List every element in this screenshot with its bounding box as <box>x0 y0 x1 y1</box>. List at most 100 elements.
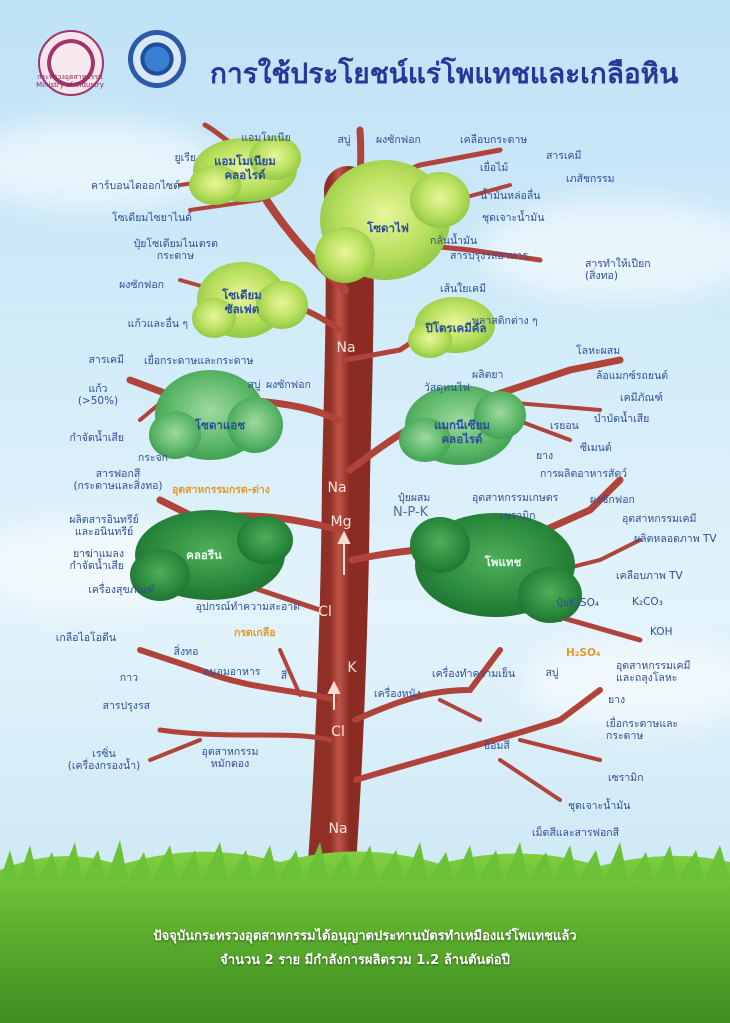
branch-label: อุปกรณ์ทำความสะอาด <box>195 601 300 613</box>
branch-label: สารปรุงรสอาหาร <box>450 250 529 262</box>
branch-label: ปุ๋ยK₂SO₄ <box>556 597 600 609</box>
blob-label: แอมโมเนียม คลอไรด์ <box>214 154 276 182</box>
department-logo <box>128 30 186 88</box>
branch-label: ผลิตหลอดภาพ TV <box>634 533 717 545</box>
branch-label: ย้อมสี <box>484 740 510 752</box>
foliage-blob-4 <box>408 297 495 358</box>
branch-label: สารทำให้เปียก (สิ่งทอ) <box>585 258 651 282</box>
branch-label: ผงซักฟอก <box>119 279 164 291</box>
branch-label: เรยอน <box>550 420 579 432</box>
branch-label: ชุดเจาะน้ำมัน <box>482 212 545 224</box>
branch-label: กำจัดน้ำเสีย <box>69 432 124 444</box>
trunk-element-label: Na <box>328 821 348 837</box>
branch-label: เม็ดสีและสารฟอกสี <box>532 827 620 839</box>
branch-label: สารปรุงรส <box>102 700 150 712</box>
branch-label: เซรามิก <box>608 772 644 784</box>
branch-label: สิ่งทอ <box>173 646 199 658</box>
branch-label: บำบัดน้ำเสีย <box>594 413 650 425</box>
branch-label: K₂CO₃ <box>632 596 663 608</box>
branch-label: เครื่องสุขภัณฑ์ <box>88 584 155 596</box>
branch-label: ชุดเจาะน้ำมัน <box>568 800 631 812</box>
blob-label: ปิโตรเคมีคัล <box>425 321 487 335</box>
branch-label: สารเคมี <box>88 354 124 366</box>
foliage-blob-1 <box>189 136 301 205</box>
branch-label: H₂SO₄ <box>566 647 601 659</box>
page-title: การใช้ประโยชน์แร่โพแทชและเกลือหิน <box>210 57 679 90</box>
branch-label: ผงซักฟอก <box>590 494 635 506</box>
branch-label: กลั่นน้ำมัน <box>430 235 478 247</box>
branch-label: ยาง <box>608 694 626 706</box>
footer-text: ปัจจุบันกระทรวงอุตสาหกรรมได้อนุญาตประทาน… <box>0 925 730 973</box>
foliage <box>130 136 582 623</box>
branch-label: อุตสาหกรรม หมักดอง <box>201 746 259 770</box>
branch-label: ผลิตสารอินทรีย์ และอนินทรีย์ <box>69 514 139 538</box>
branch-label: สี <box>280 670 288 682</box>
branch-label: เภสัชกรรม <box>566 173 615 185</box>
trunk-element-label: Cl <box>331 724 345 740</box>
branch-label: ผลิตยา <box>472 369 504 381</box>
branch-label: ถนอมอาหาร <box>203 666 261 678</box>
trunk-element-label: Na <box>336 340 356 356</box>
branch-label: ซีเมนต์ <box>580 442 612 454</box>
branch-label: เยื่อไม้ <box>480 162 509 174</box>
tree-trunk <box>293 166 392 914</box>
branch-label: สบู่ <box>247 379 261 391</box>
branch-label: ยาง <box>536 450 554 462</box>
ministry-logo-text: กระทรวงอุตสาหกรรม Ministry of Industry <box>36 73 104 89</box>
branch-label: อุตสาหกรรมเคมี และถลุงโลหะ <box>616 660 691 684</box>
branch-label: แก้วและอื่น ๆ <box>127 318 188 330</box>
foliage-blob-6 <box>399 385 526 465</box>
branch-label: เคลือบกระดาษ <box>460 134 528 146</box>
branch-label: ปุ๋ยผสม <box>398 492 431 504</box>
grass-field <box>0 840 730 1023</box>
branch-label: เยื่อกระดาษและ กระดาษ <box>606 718 679 742</box>
footer-line-1: ปัจจุบันกระทรวงอุตสาหกรรมได้อนุญาตประทาน… <box>153 929 577 944</box>
branch-label: โซเดียมไซยาไนด์ <box>112 212 192 224</box>
branch-label: อุตสาหกรรมกรด-ด่าง <box>172 484 270 496</box>
blob-label: คลอรีน <box>186 548 222 562</box>
trunk-element-label: Mg <box>330 514 352 530</box>
trunk-element-label: K <box>347 660 357 676</box>
branch-label: เซรามิก <box>500 510 536 522</box>
branch-label: ผงซักฟอก <box>266 379 311 391</box>
blob-label: โซดาแอช <box>194 418 246 432</box>
branch-label: ล้อแมกซ์รถยนต์ <box>596 370 669 382</box>
blob-label: โซเดียม ซัลเฟต <box>222 288 262 316</box>
branch-label: อุตสาหกรรมเกษตร <box>472 492 559 504</box>
branch-label: แอมโมเนีย <box>241 132 291 144</box>
ministry-logo <box>38 30 104 96</box>
branch-label: เครื่องหนัง <box>374 688 421 700</box>
foliage-blob-2 <box>315 160 470 283</box>
branch-label: เส้นใยเคมี <box>440 283 486 295</box>
branch-label: KOH <box>650 626 673 638</box>
branch-label: อุตสาหกรรมเคมี <box>622 513 697 525</box>
foliage-blob-3 <box>192 262 308 338</box>
foliage-blob-8 <box>410 513 582 623</box>
branch-label: ยาฆ่าแมลง กำจัดน้ำเสีย <box>69 548 124 572</box>
trunk-element-label: Cl <box>318 604 332 620</box>
branch-label: ยูเรีย <box>174 152 196 164</box>
branch-label: ปุ๋ยโซเดียมไนเตรต <box>133 238 218 250</box>
branch-label: ผงซักฟอก <box>376 134 421 146</box>
branch-label: N-P-K <box>393 505 429 520</box>
branch-label: เคลือบภาพ TV <box>616 570 683 582</box>
branch-label: เครื่องทำความเย็น <box>432 668 516 680</box>
branch-label: วัสดุทนไฟ <box>424 382 470 394</box>
branch-label: สบู่ <box>337 134 351 146</box>
arrows <box>327 530 351 710</box>
branch-label: เคมีภัณฑ์ <box>620 392 663 404</box>
branch-label: เยื่อกระดาษและกระดาษ <box>144 355 254 367</box>
blob-label: โซดาไฟ <box>367 221 409 235</box>
branch-label: กรดเกลือ <box>234 627 276 639</box>
branch-label: กาว <box>119 672 138 684</box>
branch-label: น้ำมันหล่อลื่น <box>480 190 541 202</box>
blob-label: แมกนีเซียม คลอไรด์ <box>434 418 490 446</box>
branch-label: คาร์บอนไดออกไซด์ <box>90 180 180 192</box>
branch-label: แก้ว (>50%) <box>77 383 119 407</box>
branch-label: เกลือไอโอดีน <box>55 632 116 644</box>
branch-label: โลหะผสม <box>576 345 621 357</box>
blob-label: โพแทช <box>484 555 522 569</box>
branch-label: สารเคมี <box>546 150 582 162</box>
foliage-blob-5 <box>149 370 283 460</box>
